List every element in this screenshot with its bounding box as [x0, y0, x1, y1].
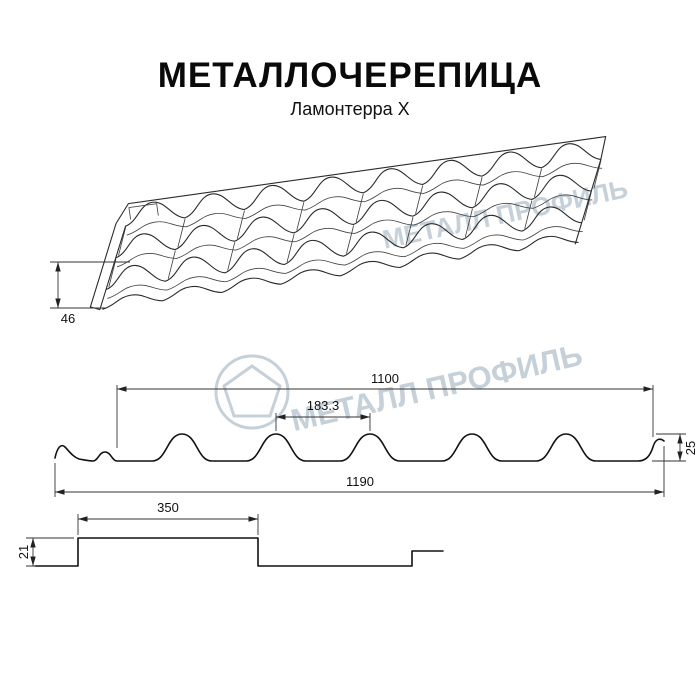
dim-step-height-top: 46	[50, 261, 130, 326]
eave-edge-line	[102, 235, 579, 310]
sheet-edges	[89, 135, 607, 311]
dim-wave-pitch: 183.3	[275, 398, 371, 431]
extension-lines	[50, 261, 130, 309]
cross-section-view: 1100 183.3 25 1190	[54, 371, 698, 497]
tile-course-step-line	[107, 226, 583, 299]
tile-course-row	[105, 206, 583, 291]
dimension-label: 183.3	[307, 398, 340, 413]
pan-lines	[118, 160, 602, 256]
tile-course-step-line	[126, 162, 603, 236]
edge-fold-tab	[128, 203, 159, 220]
dim-step-height-bottom: 21	[16, 537, 74, 567]
step-profile-view: 350 21	[16, 500, 444, 567]
dimension-label: 350	[157, 500, 179, 515]
dim-cover-width: 1100	[116, 371, 654, 448]
dim-overall-width: 1190	[54, 446, 665, 497]
extension-lines	[116, 385, 654, 448]
tile-course-row	[115, 174, 592, 259]
extension-lines	[54, 446, 665, 497]
profile-curve	[54, 433, 665, 462]
page-title: МЕТАЛЛОЧЕРЕПИЦА	[157, 56, 543, 95]
dim-step-length: 350	[77, 500, 259, 535]
tile-course-row	[124, 143, 602, 227]
dimension-label: 25	[683, 441, 698, 455]
extension-lines	[652, 433, 686, 462]
page-subtitle: Ламонтерра X	[290, 99, 410, 119]
watermark: МЕТАЛЛ ПРОФИЛЬ МЕТАЛЛ ПРОФИЛЬ	[214, 173, 630, 438]
pan-lines	[108, 191, 592, 288]
watermark-text-main: МЕТАЛЛ ПРОФИЛЬ	[288, 337, 586, 438]
watermark-logo-icon	[214, 354, 290, 430]
dimension-label: 1100	[371, 371, 399, 386]
dimension-label: 21	[16, 545, 31, 559]
extension-lines	[77, 514, 259, 535]
dimension-label: 46	[61, 311, 75, 326]
dim-profile-height: 25	[652, 433, 698, 462]
tile-course-step-line	[116, 194, 593, 268]
roof-perspective-view: 46	[50, 135, 607, 326]
dimension-label: 1190	[346, 474, 374, 489]
step-profile-line	[34, 537, 444, 567]
